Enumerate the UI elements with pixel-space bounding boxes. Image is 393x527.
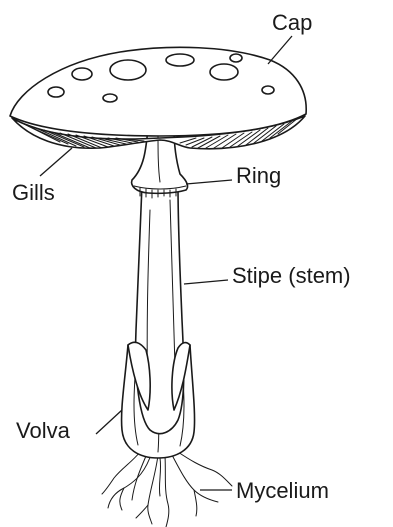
label-ring: Ring	[236, 163, 281, 188]
gills-leader-line	[40, 148, 72, 176]
label-volva: Volva	[16, 418, 71, 443]
volva-leader-line	[96, 410, 122, 434]
stipe-leader-line	[184, 280, 228, 284]
ring-leader-line	[186, 180, 232, 184]
cap-leader-line	[268, 36, 292, 64]
cap	[10, 47, 306, 148]
label-mycelium: Mycelium	[236, 478, 329, 503]
label-cap: Cap	[272, 10, 312, 35]
label-gills: Gills	[12, 180, 55, 205]
label-stipe: Stipe (stem)	[232, 263, 351, 288]
